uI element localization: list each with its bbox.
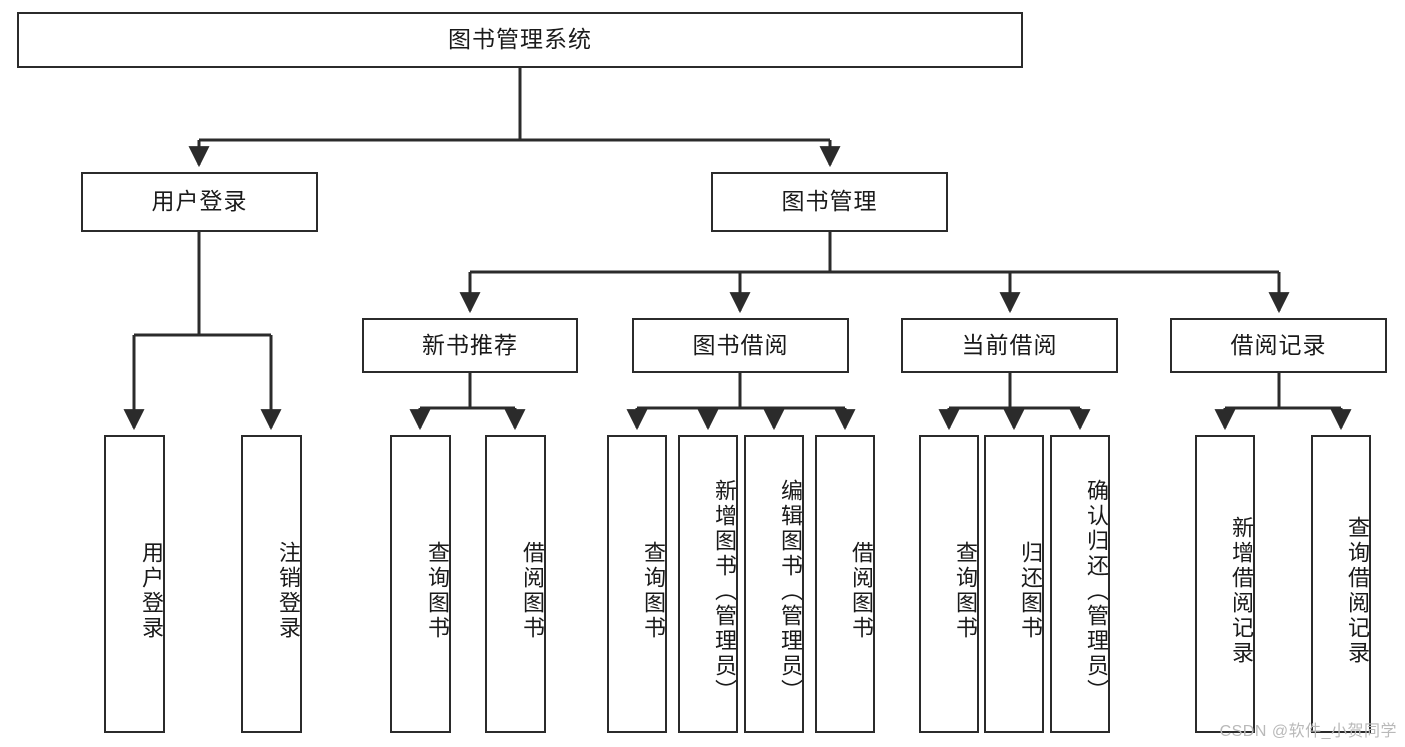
node-book-borrow[interactable]: 图书借阅: [632, 318, 849, 373]
node-label: 归还图书: [1018, 541, 1043, 641]
node-label: 确认归还（管理员）: [1084, 478, 1109, 704]
node-label: 用户登录: [139, 541, 164, 641]
node-label: 查询图书: [425, 541, 450, 641]
node-label: 新书推荐: [422, 331, 518, 358]
node-label: 图书管理: [781, 188, 878, 215]
node-user-login[interactable]: 用户登录: [81, 172, 318, 232]
node-current-borrow[interactable]: 当前借阅: [901, 318, 1118, 373]
leaf-query-book-current[interactable]: 查询图书: [919, 435, 979, 733]
leaf-edit-book-admin[interactable]: 编辑图书（管理员）: [744, 435, 804, 733]
leaf-query-book-borrow[interactable]: 查询图书: [607, 435, 667, 733]
node-label: 新增图书（管理员）: [712, 478, 737, 704]
leaf-add-book-admin[interactable]: 新增图书（管理员）: [678, 435, 738, 733]
node-label: 查询图书: [953, 541, 978, 641]
node-label: 图书管理系统: [448, 26, 592, 53]
node-label: 查询图书: [641, 541, 666, 641]
node-label: 查询借阅记录: [1345, 516, 1370, 666]
node-root-book-management-system[interactable]: 图书管理系统: [17, 12, 1023, 68]
node-book-management[interactable]: 图书管理: [711, 172, 948, 232]
leaf-borrow-book-recommend[interactable]: 借阅图书: [485, 435, 546, 733]
node-label: 借阅记录: [1230, 331, 1327, 358]
node-borrow-record[interactable]: 借阅记录: [1170, 318, 1387, 373]
leaf-add-borrow-record[interactable]: 新增借阅记录: [1195, 435, 1255, 733]
leaf-borrow-book[interactable]: 借阅图书: [815, 435, 875, 733]
leaf-query-book-recommend[interactable]: 查询图书: [390, 435, 451, 733]
leaf-query-borrow-record[interactable]: 查询借阅记录: [1311, 435, 1371, 733]
node-label: 用户登录: [151, 188, 248, 215]
leaf-user-login[interactable]: 用户登录: [104, 435, 165, 733]
node-label: 注销登录: [276, 541, 301, 641]
node-new-book-recommend[interactable]: 新书推荐: [362, 318, 578, 373]
node-label: 借阅图书: [520, 541, 545, 641]
node-label: 当前借阅: [961, 331, 1058, 358]
leaf-return-book[interactable]: 归还图书: [984, 435, 1044, 733]
node-label: 编辑图书（管理员）: [778, 478, 803, 704]
leaf-logout[interactable]: 注销登录: [241, 435, 302, 733]
node-label: 借阅图书: [849, 541, 874, 641]
node-label: 新增借阅记录: [1229, 516, 1254, 666]
node-label: 图书借阅: [692, 331, 789, 358]
leaf-confirm-return-admin[interactable]: 确认归还（管理员）: [1050, 435, 1110, 733]
